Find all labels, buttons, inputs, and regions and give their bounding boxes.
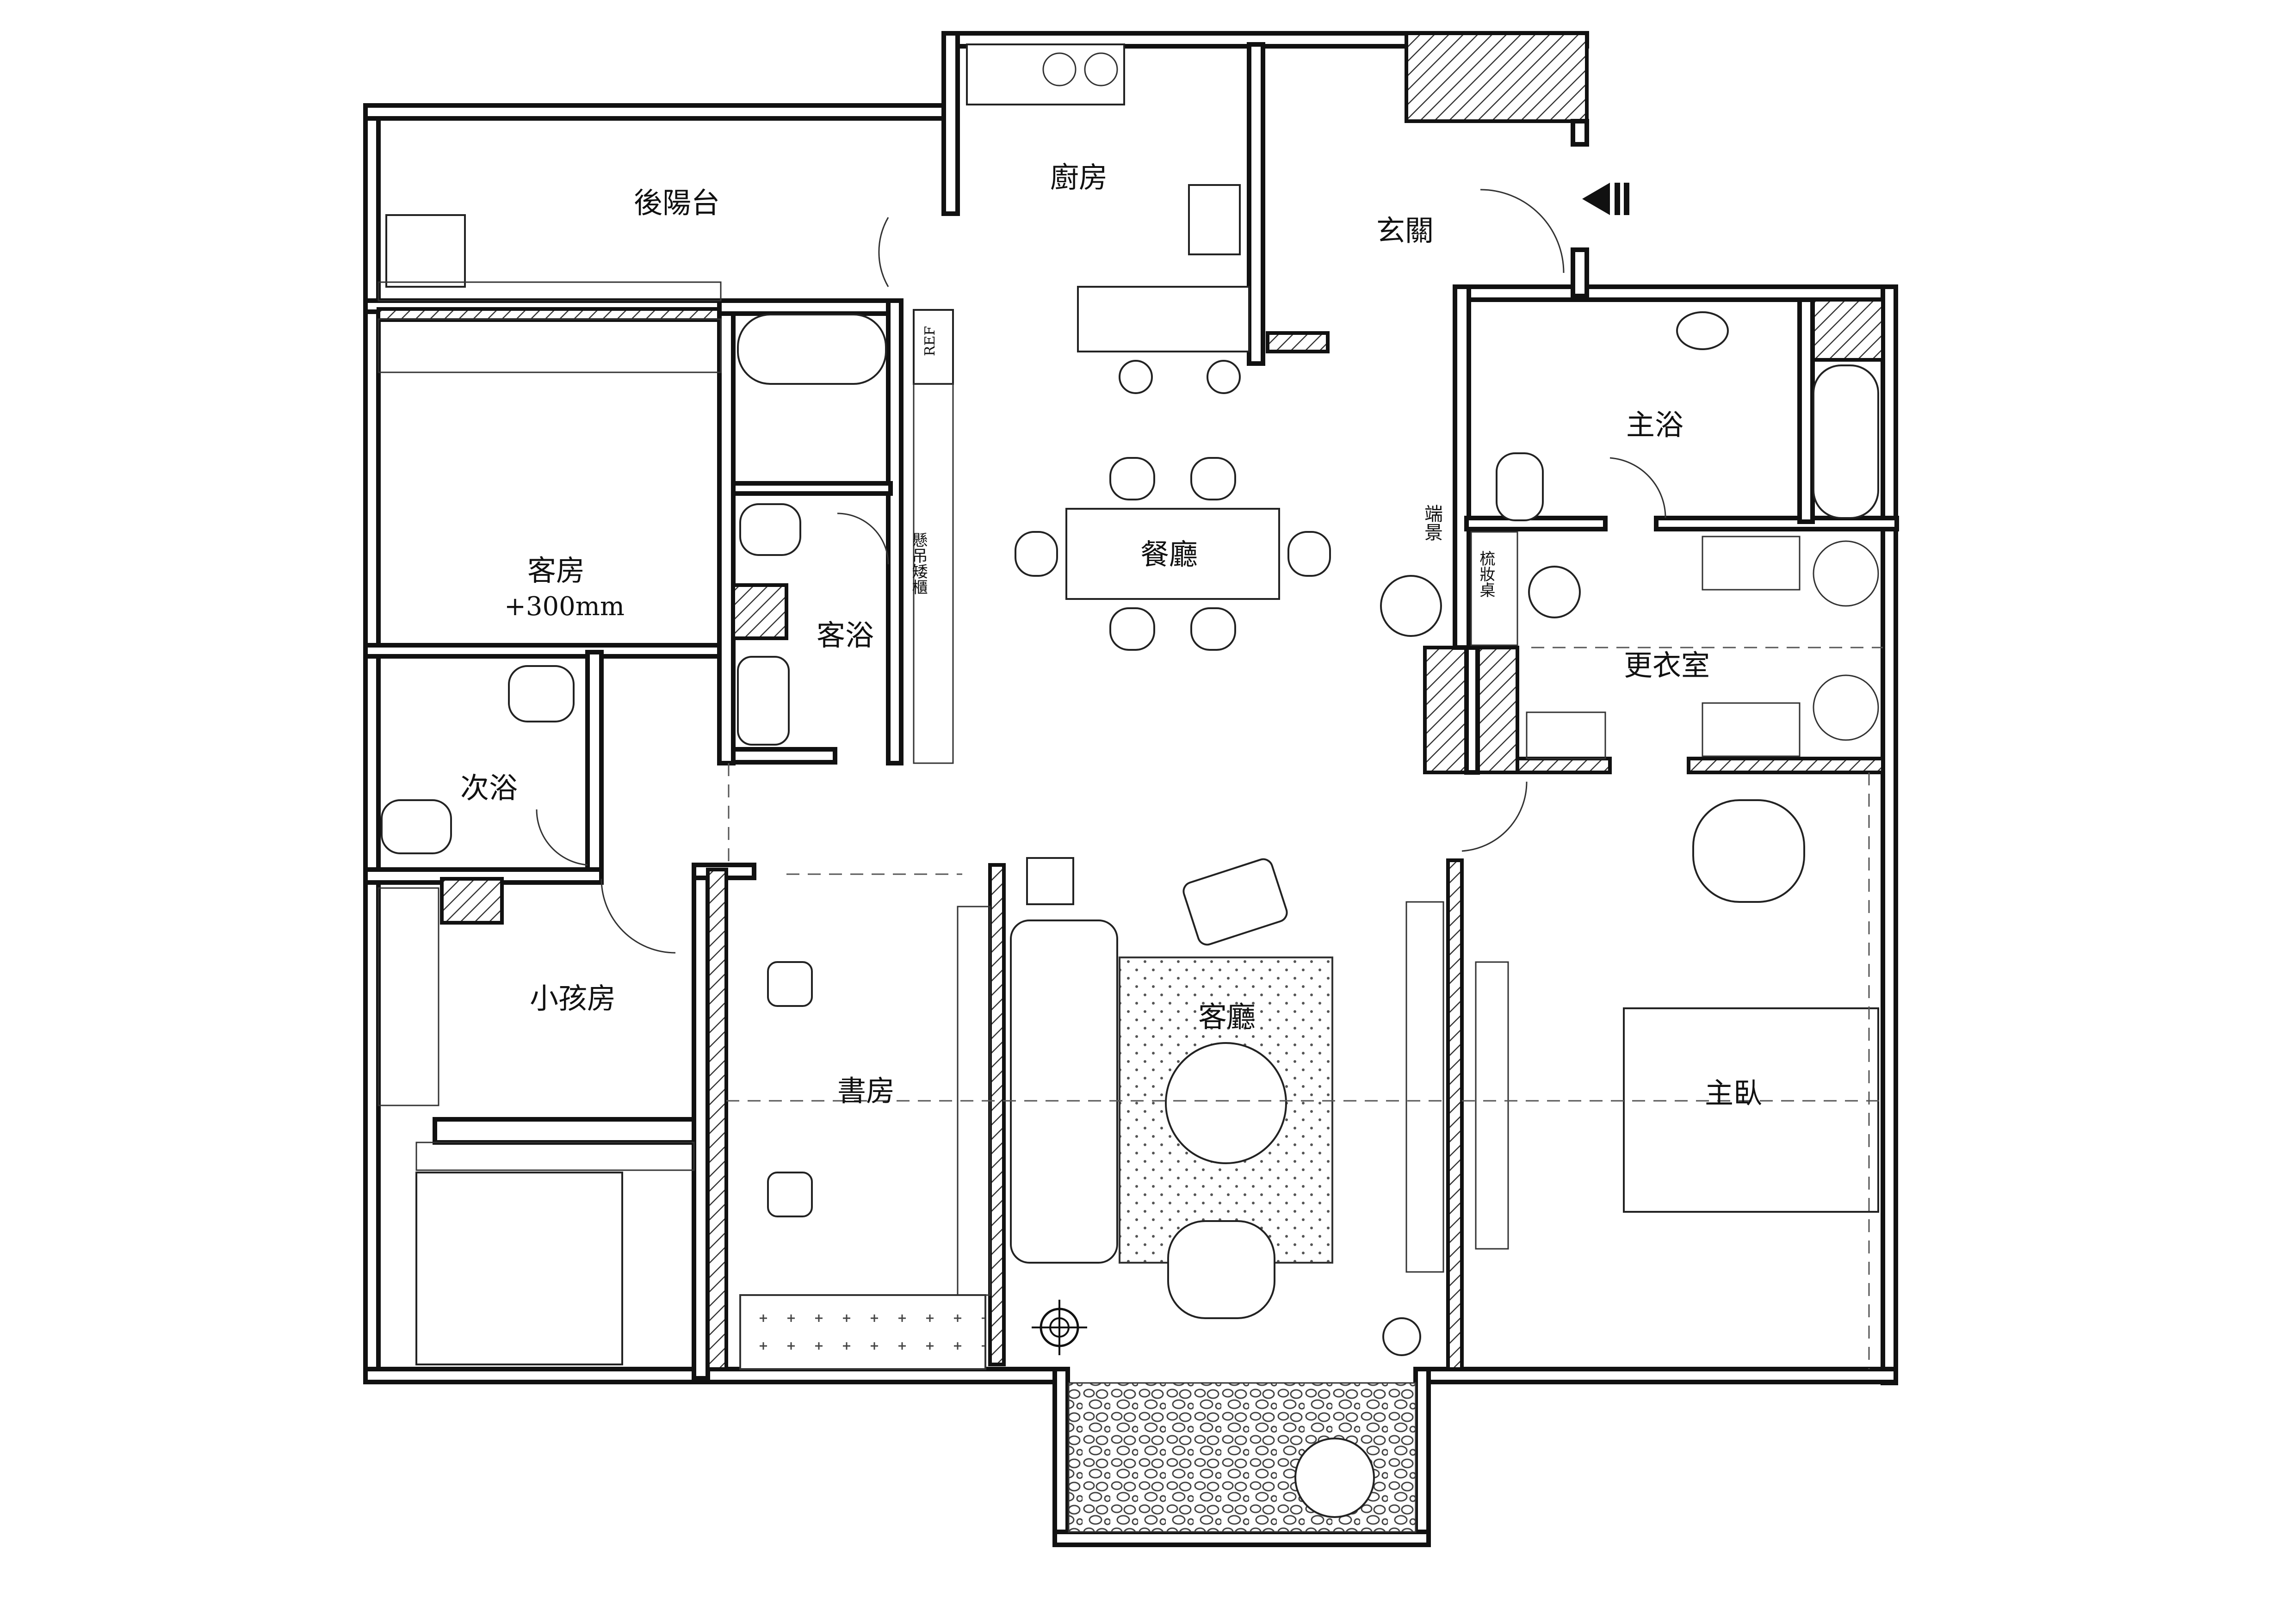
label-guest-room-note: +300mm [504, 592, 625, 622]
label-master-bedroom: 主臥 [1705, 1076, 1762, 1110]
label-foyer: 玄關 [1376, 214, 1434, 247]
lounge-chair [1692, 799, 1805, 903]
study-chair [767, 961, 813, 1007]
label-guest-room: 客房 [527, 554, 585, 587]
fixtures: REF 懸吊矮櫃 端景 梳妝桌 [378, 43, 1883, 1533]
planter-small [1382, 1317, 1421, 1356]
basin [1676, 311, 1729, 350]
bar-stool [1207, 360, 1241, 394]
label-rear-balcony: 後陽台 [634, 186, 720, 220]
bar-stool [1119, 360, 1153, 394]
end-view-label: 端景 [1421, 504, 1442, 541]
vanity-stool [1528, 566, 1581, 618]
label-walk-in-closet: 更衣室 [1624, 648, 1710, 682]
armchair [1167, 1220, 1275, 1319]
walls [363, 31, 1899, 1547]
vanity-label: 梳妝桌 [1477, 550, 1495, 598]
label-second-bath: 次浴 [460, 771, 518, 805]
hanging-cabinet-label: 懸吊矮櫃 [909, 532, 928, 595]
washer [385, 214, 466, 288]
study-floor-mat [739, 1294, 986, 1370]
kitchen-island [1077, 286, 1250, 352]
room-labels: 後陽台 廚房 玄關 客房 +300mm 客浴 次浴 小孩房 書房 餐廳 客廳 主… [460, 160, 1762, 1110]
basin [508, 665, 575, 722]
label-master-bath: 主浴 [1626, 408, 1683, 442]
master-bed [1623, 1007, 1879, 1213]
entrance-arrow-icon [1582, 183, 1629, 215]
label-guest-bath: 客浴 [817, 618, 874, 652]
toilet [381, 799, 452, 854]
ottoman [1182, 858, 1288, 946]
bathtub [1813, 364, 1879, 519]
planter-tree [1294, 1438, 1375, 1518]
study-chair [767, 1172, 813, 1217]
label-kitchen: 廚房 [1050, 160, 1108, 194]
side-table [1026, 857, 1074, 905]
dining-chairs [1015, 457, 1331, 651]
dining-table [1065, 508, 1280, 600]
kids-bed [415, 1172, 623, 1365]
sofa [1010, 919, 1118, 1264]
toilet [1496, 452, 1544, 521]
bathtub [737, 314, 887, 385]
coffee-table [1165, 1042, 1287, 1164]
toilet [739, 503, 801, 556]
ref-label: REF [922, 326, 938, 356]
kitchen-counter [966, 43, 1125, 105]
label-study: 書房 [837, 1074, 895, 1108]
label-living: 客廳 [1198, 1000, 1256, 1034]
plant [1380, 575, 1442, 637]
north-marker-icon [1032, 1300, 1087, 1355]
label-dining: 餐廳 [1140, 537, 1198, 571]
basin [737, 656, 790, 746]
label-kids-room: 小孩房 [530, 981, 616, 1015]
sink [1188, 184, 1241, 255]
